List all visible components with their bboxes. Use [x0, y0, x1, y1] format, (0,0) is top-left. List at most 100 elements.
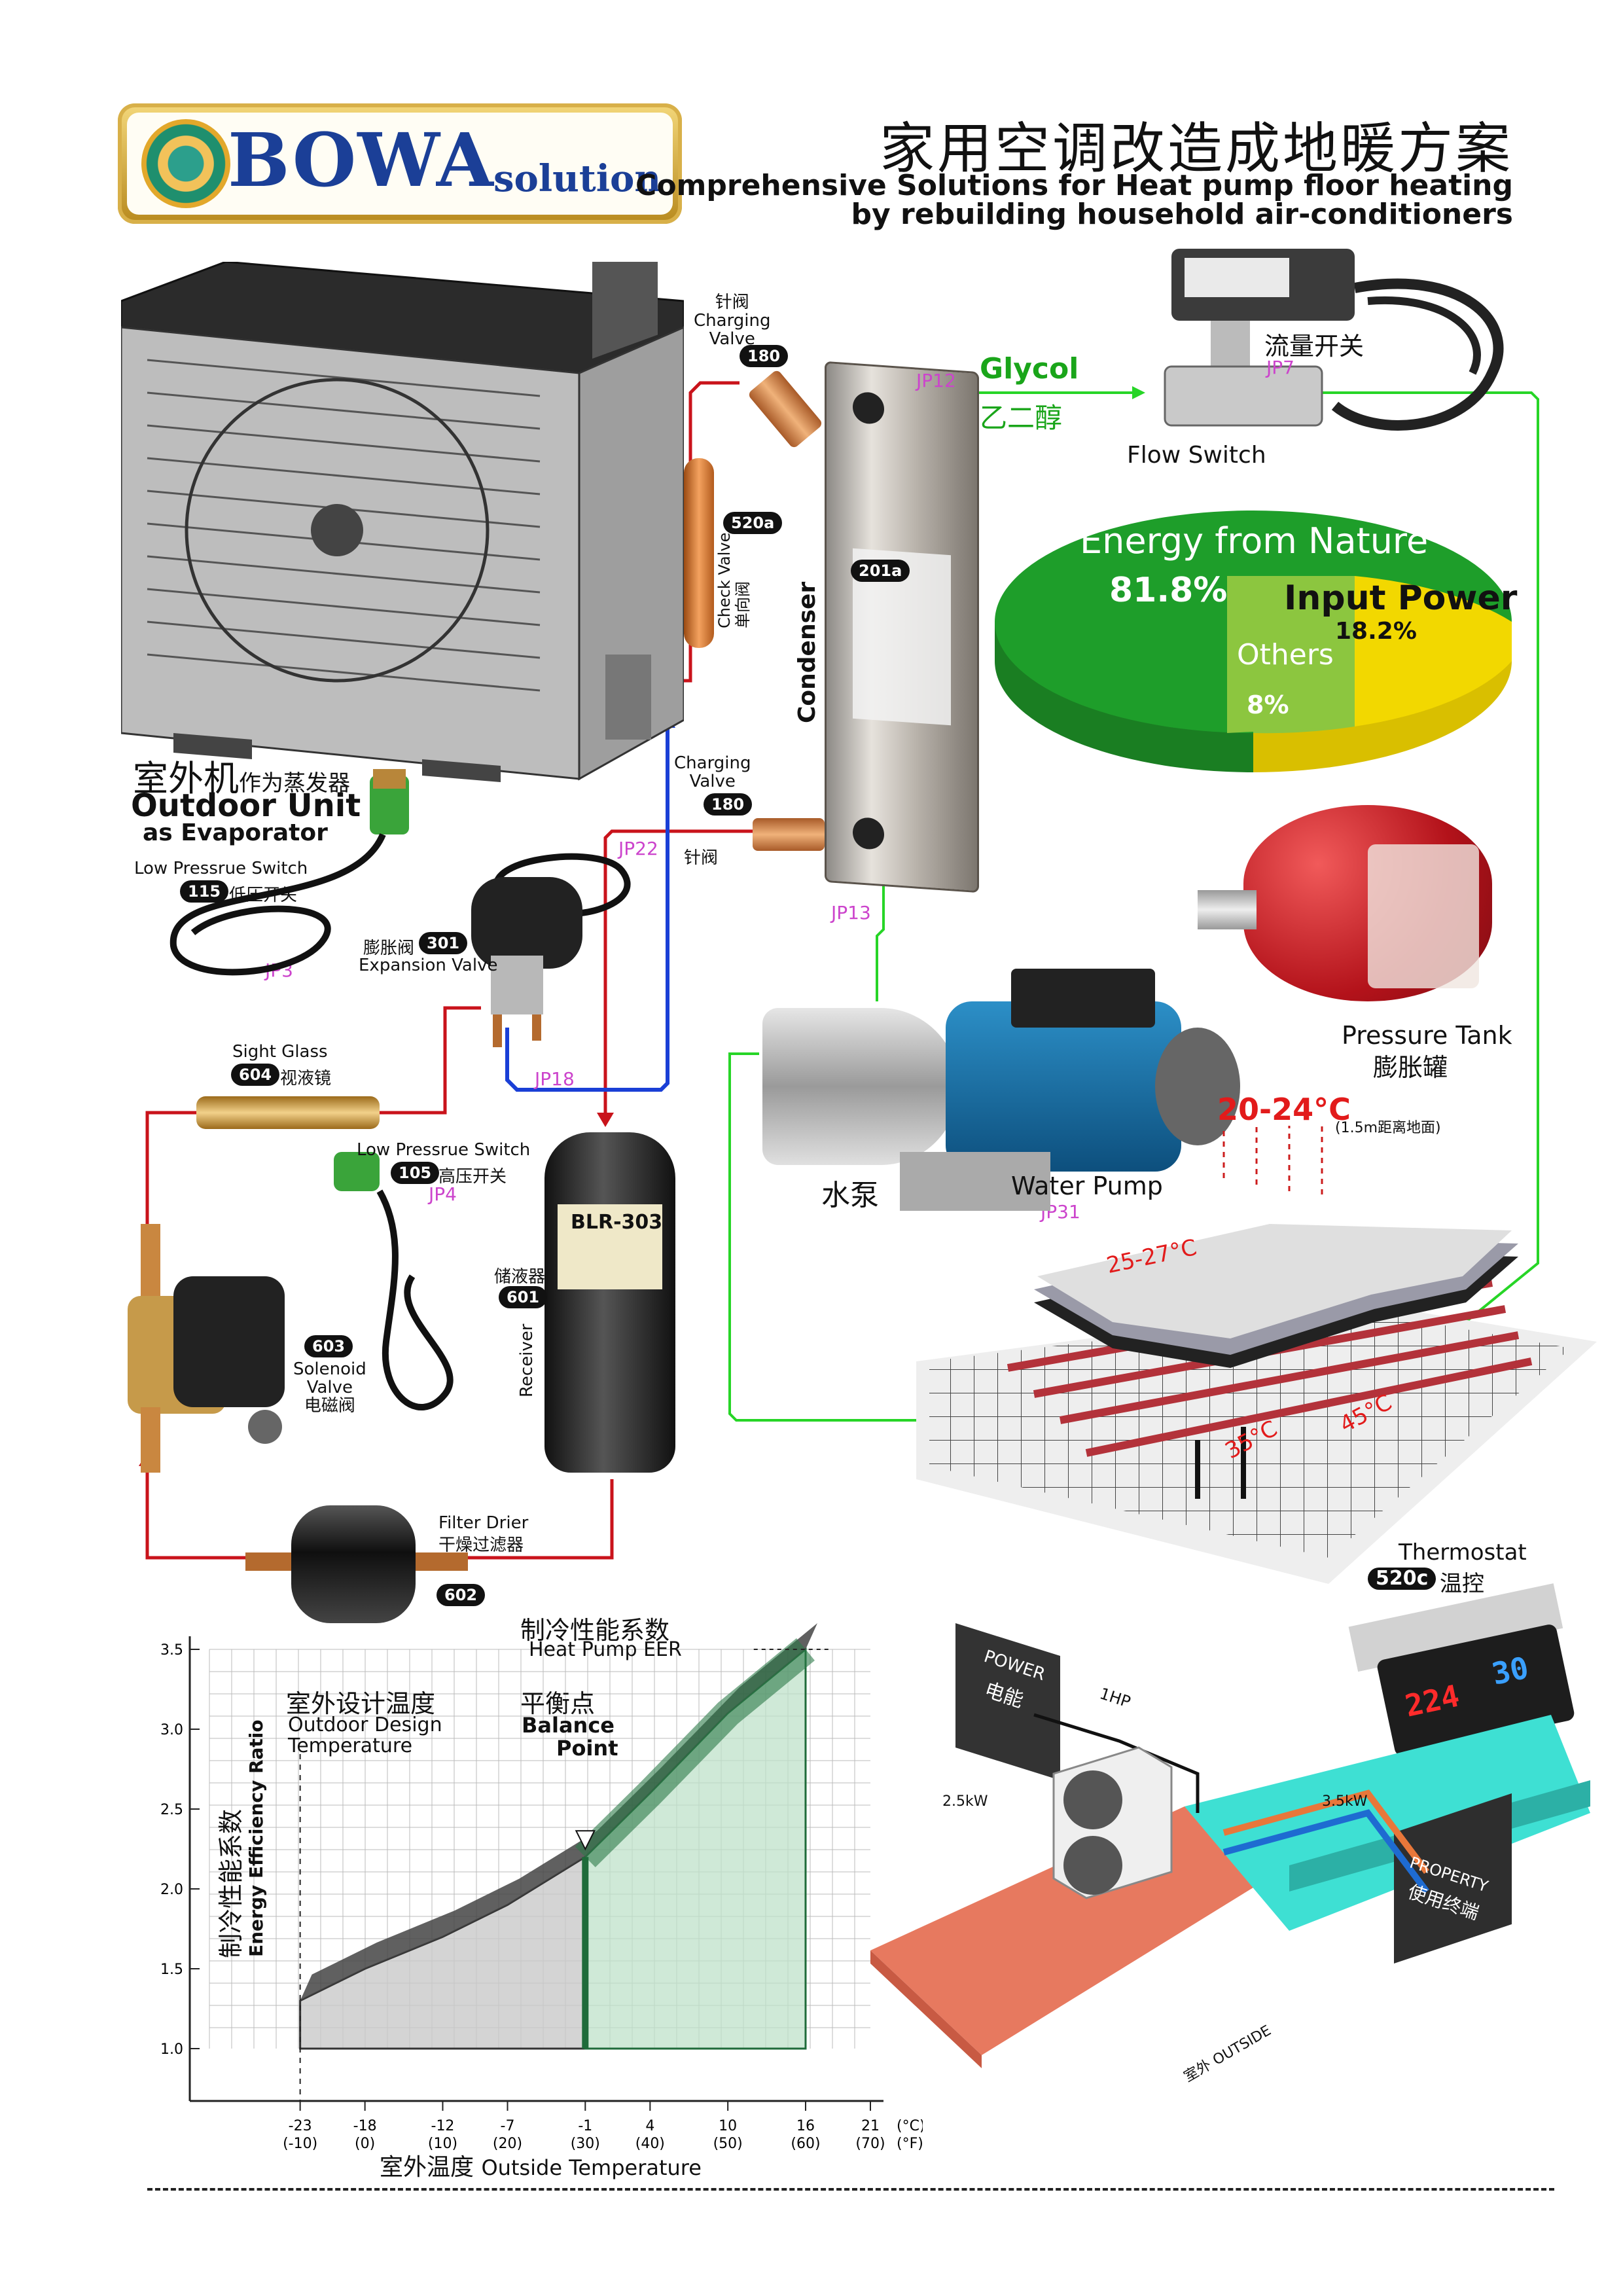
condenser-label: Condenser	[794, 581, 821, 723]
chart-balance-cn: 平衡点	[520, 1689, 596, 1718]
outdoor-unit	[120, 236, 685, 785]
chart-xlabel: 室外温度 Outside Temperature	[380, 2154, 702, 2181]
refrigerant-line-liquid	[603, 829, 753, 1113]
junction-jp22: JP22	[618, 838, 658, 859]
solenoid-valve-code: 603	[304, 1335, 353, 1357]
chart-title-en: Heat Pump EER	[529, 1638, 682, 1661]
expansion-valve-icon	[458, 831, 641, 1047]
filter-drier-cn: 干燥过滤器	[438, 1535, 524, 1555]
sight-glass-icon	[196, 1096, 380, 1129]
sight-glass-cn: 视液镜	[280, 1069, 332, 1088]
chart-design-cn: 室外设计温度	[286, 1689, 436, 1718]
logo-emblem-icon	[141, 119, 230, 208]
chart-design-en-1: Outdoor Design	[288, 1713, 442, 1736]
low-pressure-switch-1-code: 115	[180, 880, 229, 903]
thermostat-en: Thermostat	[1399, 1539, 1527, 1566]
solenoid-valve-label: Solenoid Valve 电磁阀	[293, 1359, 366, 1416]
system-diagram	[870, 1623, 1590, 2068]
outdoor-unit-label-en-1: Outdoor Unit	[131, 787, 361, 824]
junction-jp12: JP12	[916, 370, 956, 391]
water-line-pump-out	[876, 848, 885, 1001]
receiver-cn: 储液器	[494, 1267, 546, 1287]
eer-chart: 3.53.02.52.01.51.0-23(-10)-18(0)-12(10)-…	[160, 1623, 923, 2152]
flow-switch-icon	[1152, 242, 1518, 452]
glycol-cn: 乙二醇	[980, 402, 1063, 434]
filter-drier-icon	[245, 1505, 468, 1623]
x-unit-f: (°F)	[897, 2136, 923, 2152]
y-tick-label: 3.0	[160, 1722, 183, 1738]
low-pressure-switch-1-icon	[154, 769, 429, 985]
x-tick-label-c: -23	[289, 2118, 312, 2134]
charging-valve-top-code: 180	[740, 345, 789, 367]
pie-nature-value: 81.8%	[1109, 571, 1228, 610]
x-tick-label-c: 4	[645, 2118, 654, 2134]
eer-ribbon	[300, 1623, 817, 2001]
x-tick-label-c: -12	[431, 2118, 455, 2134]
low-pressure-switch-2-en: Low Pressrue Switch	[357, 1140, 531, 1160]
x-tick-label-c: 16	[796, 2118, 815, 2134]
sight-glass-en: Sight Glass	[232, 1042, 328, 1062]
low-pressure-switch-2-cn: 高压开关	[438, 1167, 507, 1187]
page-title-en-1: Comprehensive Solutions for Heat pump fl…	[635, 169, 1513, 202]
refrigerant-line-sight	[145, 1111, 196, 1237]
thermostat-code: 520c	[1368, 1568, 1436, 1590]
expansion-valve-code: 301	[419, 932, 468, 954]
receiver-body-text: BLR-303	[571, 1211, 663, 1234]
page-title-cn: 家用空调改造成地暖方案	[879, 117, 1513, 181]
check-valve-code: 520a	[723, 512, 783, 534]
chart-title-cn: 制冷性能系数	[520, 1616, 670, 1645]
receiver-code: 601	[499, 1286, 548, 1308]
refrigerant-line-drier-out	[145, 1466, 259, 1560]
chart-ylabel-en: Energy Efficiency Ratio	[245, 1719, 267, 1957]
eer-ribbon-green	[575, 1638, 815, 1867]
pressure-tank-en: Pressure Tank	[1342, 1021, 1512, 1050]
flow-switch-en: Flow Switch	[1127, 442, 1266, 469]
bottom-divider	[147, 2188, 1554, 2191]
low-pressure-switch-2-icon	[327, 1145, 497, 1440]
pie-input-label: Input Power	[1284, 579, 1518, 618]
x-tick-label-c: 10	[719, 2118, 737, 2134]
refrigerant-line-suction	[505, 726, 669, 1092]
thermostat-cn: 温控	[1440, 1571, 1484, 1597]
flow-switch-cn: 流量开关	[1264, 332, 1364, 361]
x-unit-c: (°C)	[897, 2118, 923, 2134]
floor-air-temp: 20-24°C	[1217, 1092, 1351, 1127]
chart-design-en-2: Temperature	[288, 1734, 413, 1757]
x-tick-label-f: (40)	[635, 2136, 665, 2152]
pie-input-value: 18.2%	[1335, 618, 1417, 645]
chart-ylabel-cn: 制冷性能系数	[217, 1808, 245, 1958]
y-tick-label: 1.5	[160, 1962, 183, 1978]
charging-valve-bottom-code: 180	[704, 793, 753, 816]
logo-suffix: solution	[493, 157, 662, 200]
x-tick-label-f: (0)	[355, 2136, 375, 2152]
y-tick-label: 1.0	[160, 2041, 183, 2058]
junction-jp7: JP7	[1266, 357, 1294, 378]
energy-pie	[995, 511, 1512, 772]
x-tick-label-f: (30)	[571, 2136, 600, 2152]
system-kw-out: 3.5kW	[1322, 1793, 1368, 1810]
x-tick-label-c: -7	[501, 2118, 515, 2134]
charging-valve-bottom-label: Charging Valve	[674, 753, 751, 791]
page-title-en-2: by rebuilding household air-conditioners	[851, 198, 1513, 231]
refrigerant-line-expansion	[380, 1006, 481, 1115]
x-tick-label-c: -1	[578, 2118, 592, 2134]
y-tick-label: 3.5	[160, 1642, 183, 1659]
check-valve-icon	[684, 458, 714, 648]
x-tick-label-f: (20)	[493, 2136, 522, 2152]
junction-jp4: JP4	[429, 1183, 457, 1205]
charging-valve-bottom-cn: 针阀	[684, 848, 719, 868]
condenser-body	[825, 361, 979, 893]
charging-valve-bottom-icon	[753, 818, 825, 851]
low-pressure-switch-1-en: Low Pressrue Switch	[134, 859, 308, 878]
low-pressure-switch-1-cn: 低压开关	[229, 886, 298, 905]
x-tick-label-f: (70)	[855, 2136, 885, 2152]
x-tick-label-c: -18	[353, 2118, 377, 2134]
y-tick-label: 2.0	[160, 1882, 183, 1898]
charging-valve-top-label: 针阀 Charging Valve	[694, 293, 771, 349]
receiver-en: Receiver	[517, 1323, 537, 1397]
condenser-code: 201a	[851, 560, 910, 582]
receiver-icon: BLR-303	[544, 1132, 675, 1473]
logo-text: BOWA	[228, 118, 495, 204]
x-tick-label-c: 21	[861, 2118, 880, 2134]
